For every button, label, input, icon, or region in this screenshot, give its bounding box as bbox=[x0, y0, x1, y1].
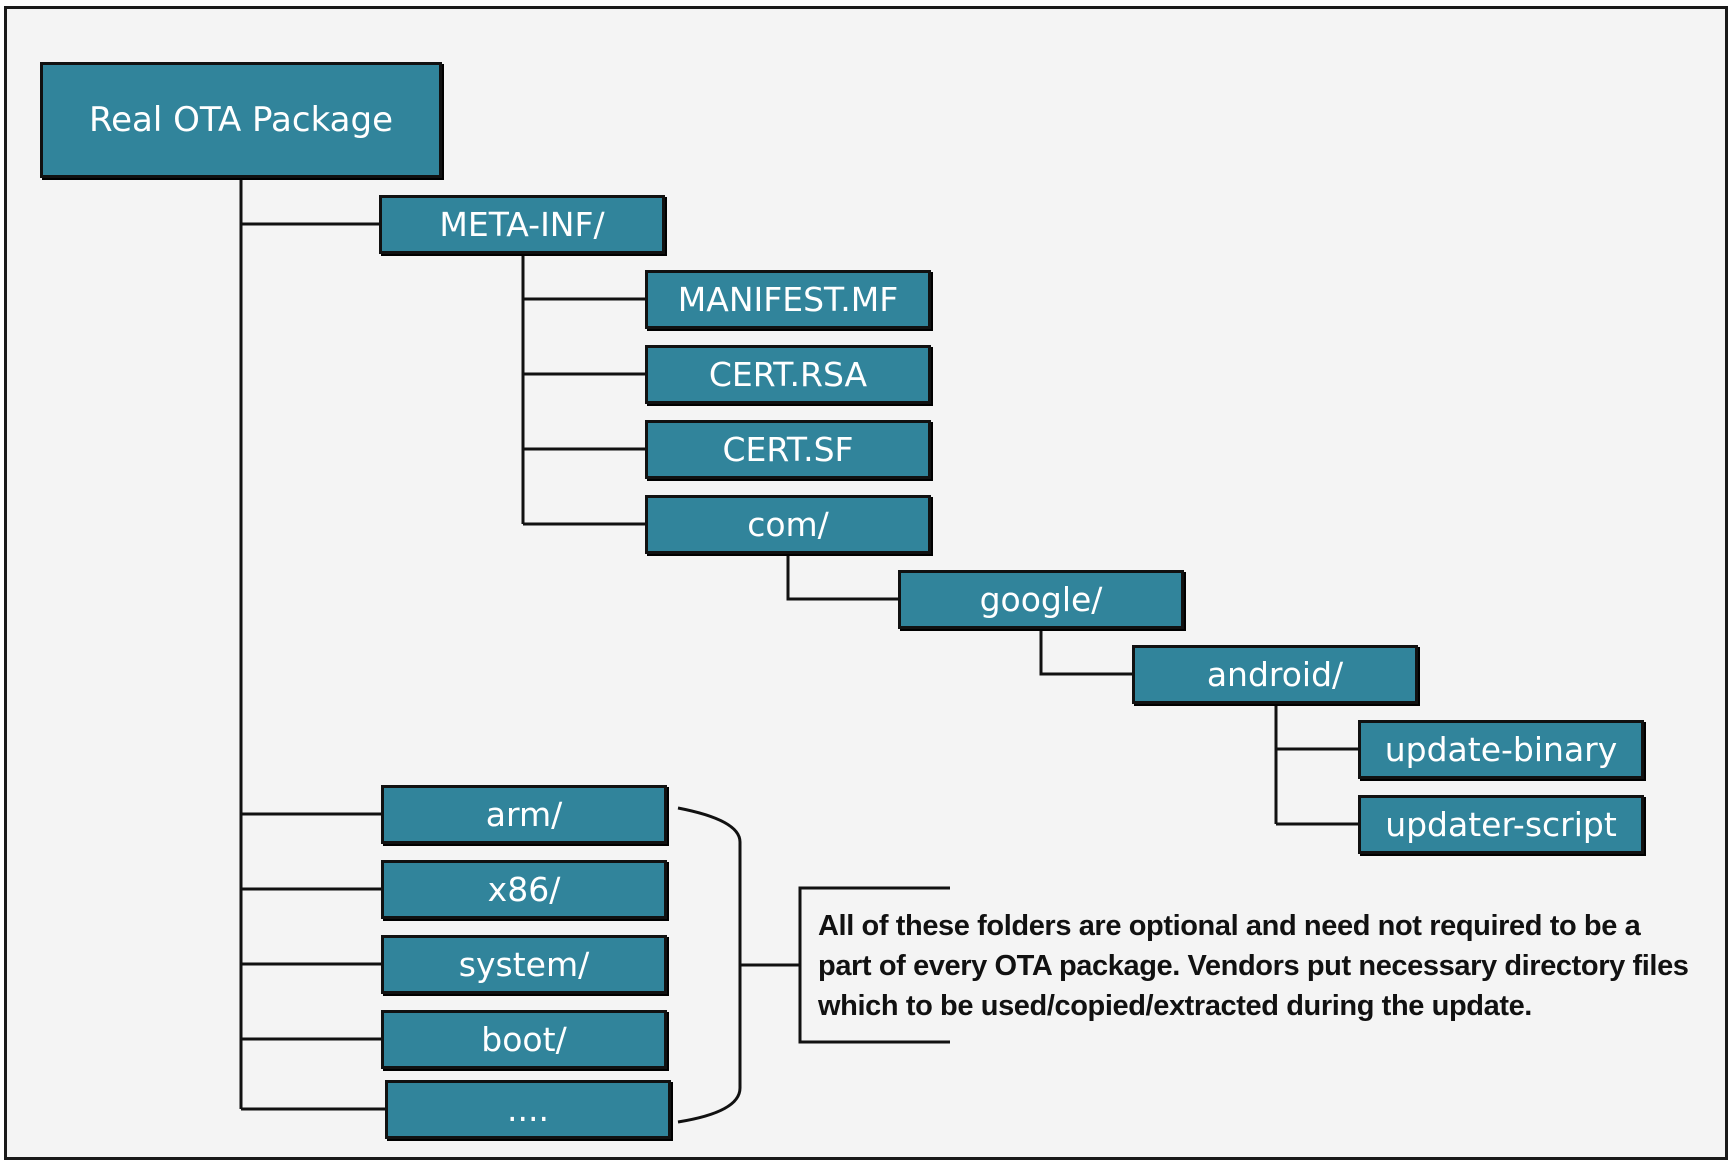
arm-folder-box: arm/ bbox=[381, 785, 667, 844]
updater-script-file-label: updater-script bbox=[1385, 805, 1617, 844]
meta-inf-folder-box: META-INF/ bbox=[379, 195, 665, 254]
more-folders-box: .... bbox=[385, 1080, 671, 1139]
x86-folder-label: x86/ bbox=[487, 870, 561, 909]
manifest-file-label: MANIFEST.MF bbox=[677, 280, 899, 319]
root-package-label: Real OTA Package bbox=[89, 100, 393, 140]
cert-sf-file-box: CERT.SF bbox=[645, 420, 931, 479]
boot-folder-label: boot/ bbox=[481, 1020, 567, 1059]
x86-folder-box: x86/ bbox=[381, 860, 667, 919]
cert-rsa-file-label: CERT.RSA bbox=[708, 355, 868, 394]
root-package-box: Real OTA Package bbox=[40, 62, 442, 178]
com-folder-box: com/ bbox=[645, 495, 931, 554]
google-folder-label: google/ bbox=[979, 580, 1103, 619]
cert-rsa-file-box: CERT.RSA bbox=[645, 345, 931, 404]
meta-inf-folder-label: META-INF/ bbox=[439, 205, 605, 244]
arm-folder-label: arm/ bbox=[485, 795, 563, 834]
com-folder-label: com/ bbox=[747, 505, 829, 544]
cert-sf-file-label: CERT.SF bbox=[722, 430, 854, 469]
android-folder-label: android/ bbox=[1206, 655, 1344, 694]
optional-folders-note: All of these folders are optional and ne… bbox=[818, 910, 1689, 1022]
update-binary-file-label: update-binary bbox=[1384, 730, 1618, 769]
diagram-frame bbox=[4, 6, 1728, 1160]
google-folder-box: google/ bbox=[898, 570, 1184, 629]
system-folder-label: system/ bbox=[458, 945, 590, 984]
update-binary-file-box: update-binary bbox=[1358, 720, 1644, 779]
android-folder-box: android/ bbox=[1132, 645, 1418, 704]
more-folders-label: .... bbox=[507, 1090, 549, 1129]
boot-folder-box: boot/ bbox=[381, 1010, 667, 1069]
manifest-file-box: MANIFEST.MF bbox=[645, 270, 931, 329]
updater-script-file-box: updater-script bbox=[1358, 795, 1644, 854]
system-folder-box: system/ bbox=[381, 935, 667, 994]
